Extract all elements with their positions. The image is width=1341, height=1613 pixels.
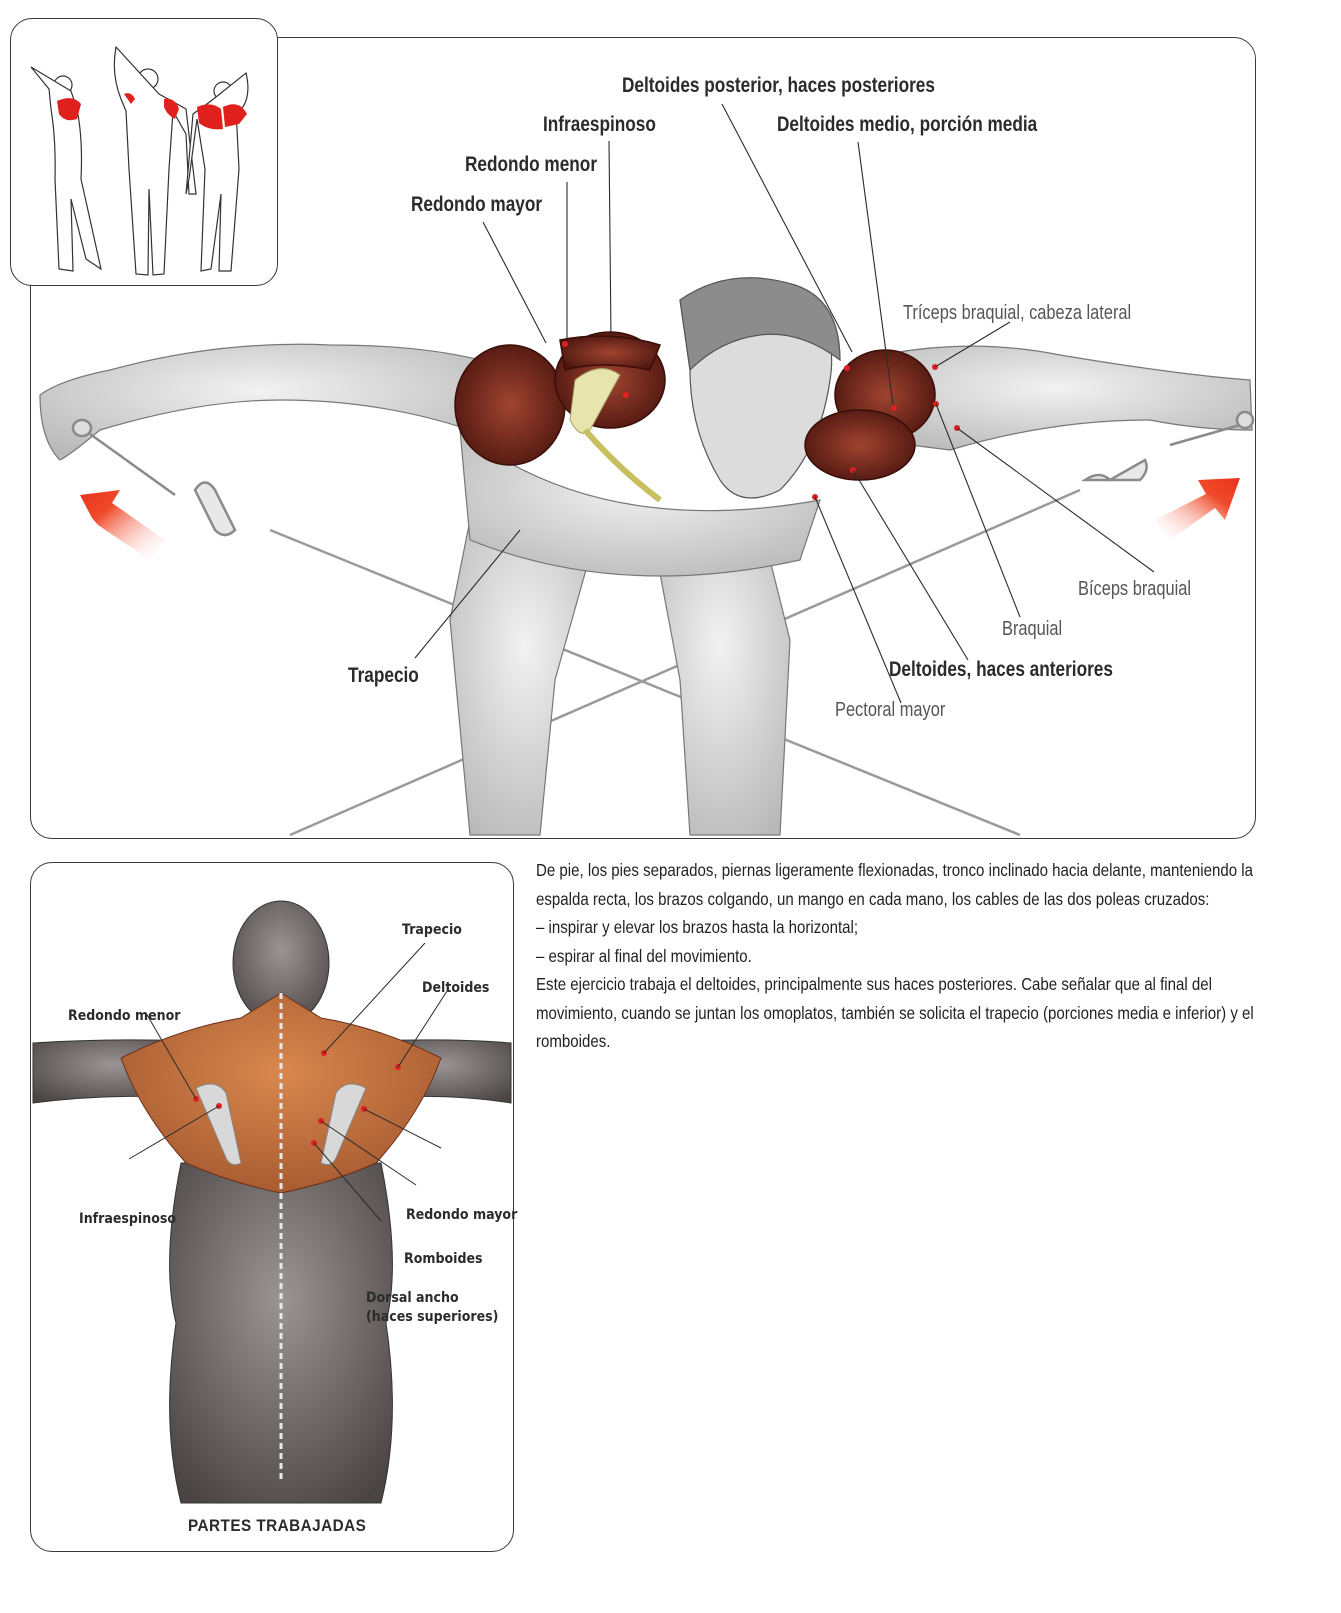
three-figure-muscle-chart xyxy=(30,45,249,276)
label-deltoides-medio: Deltoides medio, porción media xyxy=(777,113,1038,136)
back-label-romboides: Romboides xyxy=(404,1251,483,1267)
back-label-deltoides: Deltoides xyxy=(422,980,490,996)
description-notes: Este ejercicio trabaja el deltoides, pri… xyxy=(536,974,1254,1051)
exercise-description: De pie, los pies separados, piernas lige… xyxy=(536,856,1286,1056)
worked-parts-panel xyxy=(30,862,514,1552)
highlighted-deltoid xyxy=(57,93,247,130)
label-deltoides-posterior: Deltoides posterior, haces posteriores xyxy=(622,74,935,97)
label-deltoides-anteriores: Deltoides, haces anteriores xyxy=(889,658,1113,681)
muscle-overview-thumbnail xyxy=(10,18,278,286)
back-label-dorsal-ancho: Dorsal ancho xyxy=(366,1290,459,1306)
label-pectoral-mayor: Pectoral mayor xyxy=(835,699,946,721)
label-braquial: Braquial xyxy=(1002,618,1063,640)
back-label-infraespinoso: Infraespinoso xyxy=(79,1211,177,1227)
back-label-trapecio: Trapecio xyxy=(402,922,462,938)
description-intro: De pie, los pies separados, piernas lige… xyxy=(536,860,1254,909)
description-step-2: – espirar al final del movimiento. xyxy=(536,945,752,966)
description-step-1: – inspirar y elevar los brazos hasta la … xyxy=(536,917,859,937)
back-muscle-illustration xyxy=(32,900,512,1504)
label-redondo-menor: Redondo menor xyxy=(465,153,598,176)
label-triceps: Tríceps braquial, cabeza lateral xyxy=(903,302,1132,324)
worked-parts-caption: PARTES TRABAJADAS xyxy=(188,1516,367,1535)
back-label-redondo-mayor: Redondo mayor xyxy=(406,1207,518,1223)
label-infraespinoso: Infraespinoso xyxy=(543,113,656,136)
label-redondo-mayor: Redondo mayor xyxy=(411,193,543,216)
back-label-dorsal-ancho-sub: (haces superiores) xyxy=(366,1309,499,1325)
label-biceps: Bíceps braquial xyxy=(1078,578,1192,600)
label-trapecio: Trapecio xyxy=(348,664,419,687)
back-label-redondo-menor: Redondo menor xyxy=(68,1008,181,1024)
